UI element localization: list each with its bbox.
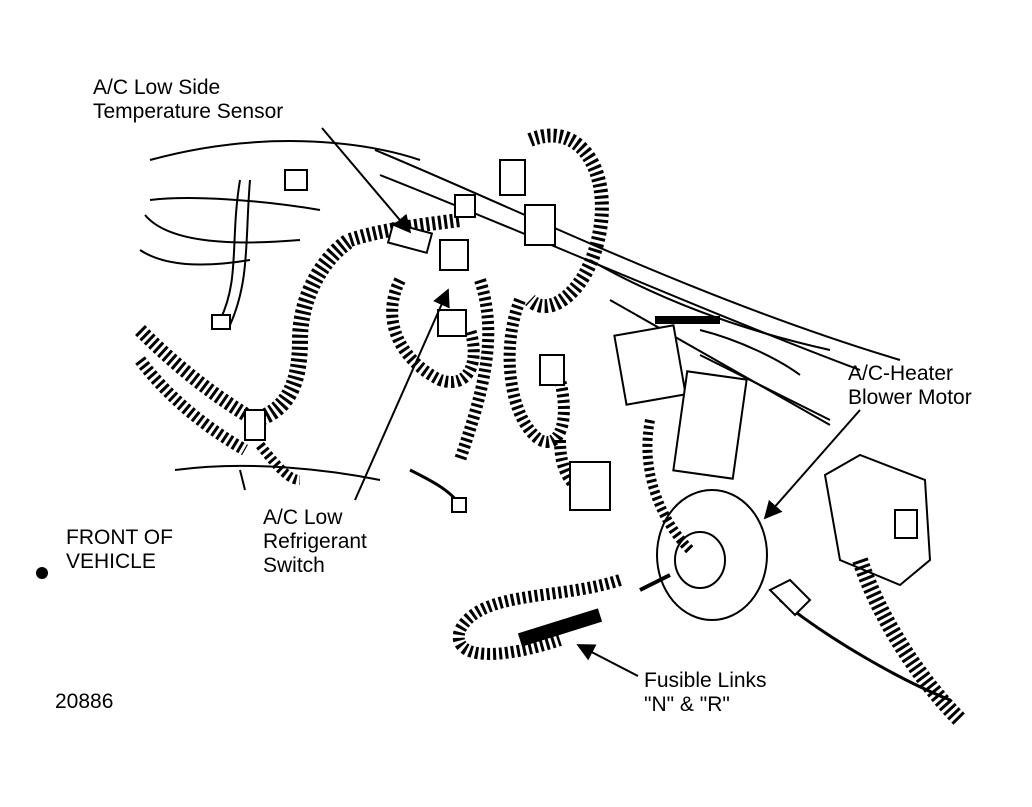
- wiring-harness-left: [135, 213, 461, 485]
- figure-number: 20886: [55, 690, 114, 713]
- label-line: FRONT OF: [66, 526, 173, 549]
- leader-refrigerant-switch: [354, 288, 450, 501]
- label-line: Blower Motor: [848, 386, 972, 409]
- label-front-of-vehicle: FRONT OF VEHICLE: [66, 526, 173, 574]
- label-line: Fusible Links: [644, 669, 767, 692]
- front-of-vehicle-dot: [36, 567, 48, 579]
- label-ac-low-side-temp-sensor: A/C Low Side Temperature Sensor: [93, 76, 283, 124]
- wiring-harness-center: [386, 277, 570, 513]
- firewall-outline: [139, 140, 901, 481]
- label-line: VEHICLE: [66, 550, 156, 573]
- label-line: A/C Low: [263, 506, 343, 529]
- leader-lines: [321, 127, 861, 677]
- leader-blower-motor: [763, 409, 861, 520]
- label-line: Temperature Sensor: [93, 100, 284, 123]
- blower-motor: [613, 316, 801, 621]
- temp-sensor-assembly: [386, 159, 556, 271]
- label-ac-heater-blower-motor: A/C-Heater Blower Motor: [848, 362, 972, 410]
- left-connectors: [211, 169, 308, 491]
- label-line: A/C-Heater: [848, 362, 954, 385]
- leader-fusible-links: [576, 644, 639, 677]
- label-fusible-links: Fusible Links "N" & "R": [644, 669, 767, 717]
- wiring-harness-blower: [554, 419, 694, 554]
- label-line: A/C Low Side: [93, 76, 221, 99]
- fusible-link-harness: [452, 573, 671, 660]
- label-line: Switch: [263, 554, 325, 577]
- leader-temp-sensor: [321, 127, 412, 234]
- label-line: Refrigerant: [263, 530, 367, 553]
- wiring-harness-top-loop: [525, 128, 609, 313]
- label-ac-low-refrigerant-switch: A/C Low Refrigerant Switch: [263, 506, 367, 578]
- label-line: "N" & "R": [644, 693, 730, 716]
- right-connector: [768, 453, 966, 726]
